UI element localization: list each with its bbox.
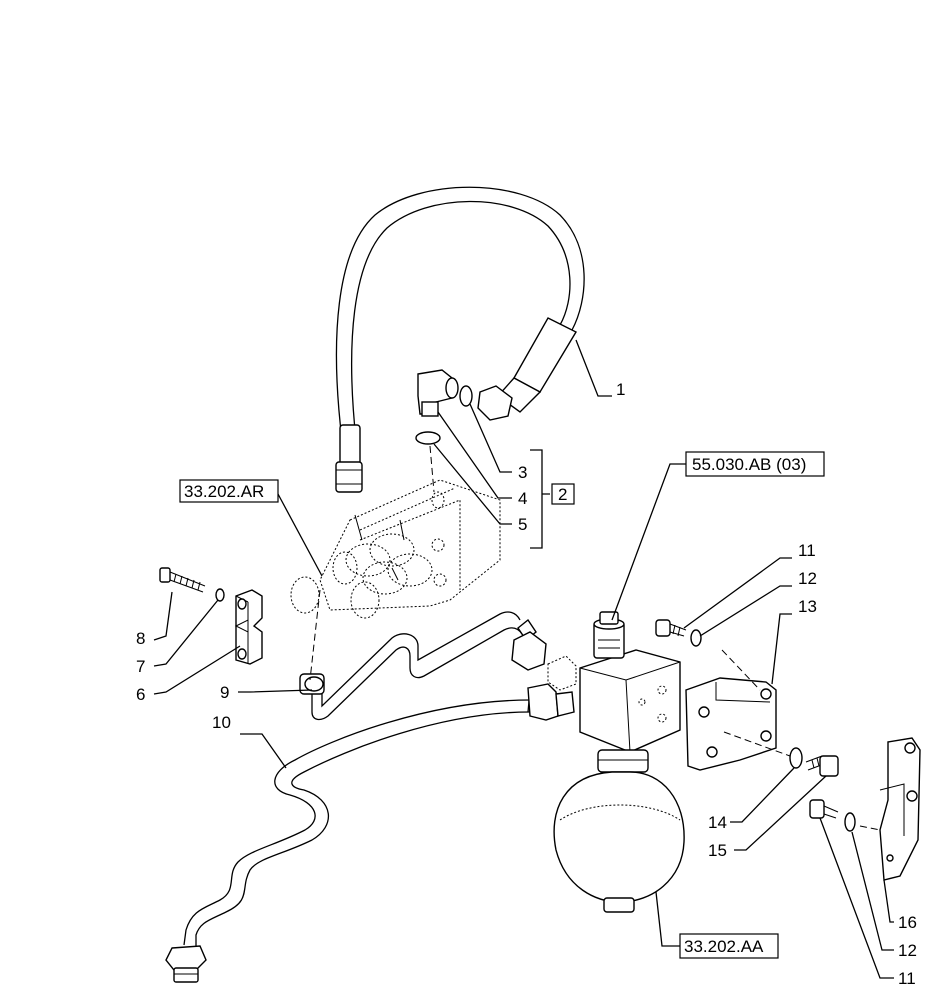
valve-block xyxy=(290,479,501,619)
reference-33-202-ar[interactable]: 33.202.AR xyxy=(179,479,279,503)
o-ring-3 xyxy=(459,385,473,407)
callout-8: 8 xyxy=(136,629,145,648)
washer-12-upper xyxy=(690,629,702,647)
bracket-13 xyxy=(685,649,791,771)
washer-7 xyxy=(215,588,225,602)
callout-7: 7 xyxy=(136,657,145,676)
callout-5: 5 xyxy=(518,515,527,534)
bracket-16 xyxy=(859,737,921,881)
callout-6: 6 xyxy=(136,685,145,704)
leader-lines xyxy=(153,339,894,979)
callout-14: 14 xyxy=(708,813,727,832)
reference-55-030-ab[interactable]: 55.030.AB (03) xyxy=(685,451,825,477)
hose-assembly xyxy=(335,186,585,493)
callout-11-upper: 11 xyxy=(798,541,816,560)
accumulator xyxy=(553,749,685,913)
callout-15: 15 xyxy=(708,841,727,860)
callout-9: 9 xyxy=(220,683,229,702)
reference-33-202-aa[interactable]: 33.202.AA xyxy=(679,933,779,959)
manifold-block xyxy=(547,611,681,753)
callout-11-lower: 11 xyxy=(898,969,916,988)
callout-12-upper: 12 xyxy=(798,569,817,588)
callout-2-box: 2 xyxy=(551,483,575,505)
ref-33-202-ar-label: 33.202.AR xyxy=(184,482,264,501)
callout-4: 4 xyxy=(518,489,527,508)
callout-12-lower: 12 xyxy=(898,941,917,960)
callout-13: 13 xyxy=(798,597,817,616)
callout-labels: 1 3 4 5 6 7 8 9 10 11 12 13 14 15 16 12 … xyxy=(136,380,917,988)
bolt-8 xyxy=(159,567,206,593)
bolt-15 xyxy=(805,755,839,777)
callout-16: 16 xyxy=(898,913,917,932)
bolt-11-upper xyxy=(655,619,687,637)
ref-33-202-aa-label: 33.202.AA xyxy=(684,937,764,956)
callout-10: 10 xyxy=(212,713,231,732)
bolt-11-lower xyxy=(809,799,839,819)
pipe-10 xyxy=(165,683,575,983)
washer-12-lower xyxy=(844,812,856,832)
ref-55-030-ab-label: 55.030.AB (03) xyxy=(692,455,806,474)
clamp-6 xyxy=(234,589,263,665)
pipe-9 xyxy=(299,611,547,721)
callout-3: 3 xyxy=(518,463,527,482)
washer-14 xyxy=(789,747,803,769)
callout-1: 1 xyxy=(616,380,625,399)
elbow-fitting xyxy=(417,369,459,417)
callout-2: 2 xyxy=(558,485,567,504)
o-ring-5 xyxy=(415,431,441,445)
